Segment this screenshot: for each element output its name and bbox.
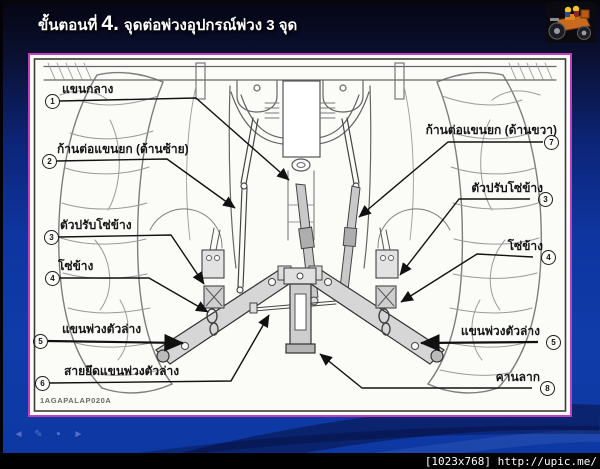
left-edge-strip: [0, 0, 3, 469]
watermark-bar: [1023x768] http://upic.me/: [0, 453, 600, 469]
label-number-circle: 6: [35, 376, 50, 391]
label-lift-rod-left: ก้านต่อแขนยก (ด้านซ้าย): [57, 142, 189, 156]
label-lift-rod-right: ก้านต่อแขนยก (ด้านขวา): [425, 123, 557, 137]
title-number: 4.: [101, 12, 119, 35]
label-number-circle: 7: [544, 135, 559, 150]
prev-slide-button left-arrow-icon[interactable]: [12, 428, 25, 441]
title-prefix: ขั้นตอนที่: [38, 17, 98, 34]
label-number-circle: 3: [44, 230, 59, 245]
label-lower-link-right: แขนพ่วงตัวล่าง: [460, 324, 540, 338]
next-slide-button right-arrow-icon[interactable]: [72, 428, 85, 441]
label-number-circle: 3: [538, 192, 553, 207]
label-number-circle: 1: [45, 94, 60, 109]
top-edge-strip: [0, 0, 600, 4]
figure-code: 1AGAPALAP020A: [40, 396, 112, 405]
label-chain-adjuster-right: ตัวปรับโซ่ข้าง: [471, 181, 543, 195]
label-center-arm: แขนกลาง: [62, 82, 114, 96]
tractor-clipart-icon: [545, 2, 596, 43]
slide-menu-button square-icon[interactable]: [52, 428, 65, 441]
slide-title: ขั้นตอนที่ 4. จุดต่อพ่วงอุปกรณ์พ่วง 3 จุ…: [38, 12, 297, 37]
label-side-chain-left: โซ่ข้าง: [58, 259, 94, 273]
title-text: จุดต่อพ่วงอุปกรณ์พ่วง 3 จุด: [123, 17, 298, 34]
label-number-circle: 5: [546, 335, 561, 350]
label-number-circle: 4: [541, 250, 556, 265]
label-number-circle: 5: [33, 334, 48, 349]
label-number-circle: 8: [540, 381, 555, 396]
label-stay-strap: สายยึดแขนพ่วงตัวล่าง: [64, 364, 180, 378]
slideshow-nav: [12, 428, 85, 441]
watermark-text: [1023x768] http://upic.me/: [424, 454, 597, 468]
label-lower-link-left: แขนพ่วงตัวล่าง: [62, 322, 142, 336]
label-number-circle: 2: [42, 154, 57, 169]
label-side-chain-right: โซ่ข้าง: [507, 239, 543, 253]
label-number-circle: 4: [45, 271, 60, 286]
label-chain-adjuster-left: ตัวปรับโซ่ข้าง: [60, 218, 132, 232]
pen-tool-button pen-icon[interactable]: [32, 428, 45, 441]
tractor-clipart: [545, 2, 596, 43]
label-drawbar: คานลาก: [495, 370, 540, 384]
